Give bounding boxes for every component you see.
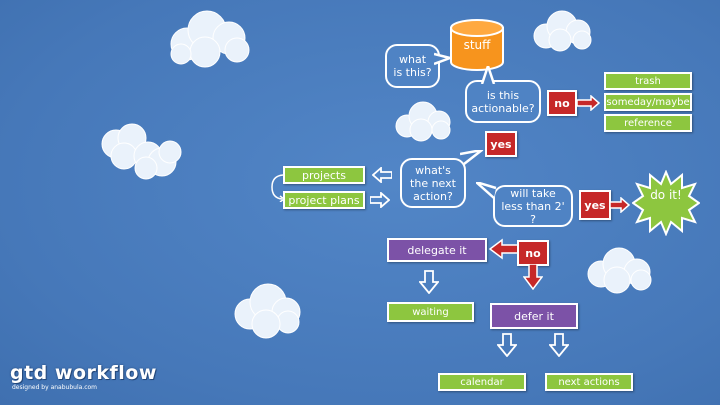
yes-two-minutes-box: yes bbox=[579, 190, 611, 220]
bubble-tail bbox=[476, 182, 497, 199]
down-arrow-icon bbox=[497, 333, 517, 357]
yes-actionable-box: yes bbox=[485, 131, 517, 157]
someday-maybe-label: someday/maybe bbox=[606, 96, 690, 108]
what-is-this-bubble: what is this? bbox=[385, 44, 440, 88]
delegate-it-box: delegate it bbox=[387, 238, 487, 262]
bubble-tail bbox=[480, 66, 496, 84]
waiting-box: waiting bbox=[387, 302, 474, 322]
reference-label: reference bbox=[624, 117, 672, 129]
stuff-label: stuff bbox=[463, 38, 491, 52]
yes-label: yes bbox=[490, 137, 512, 151]
next-actions-box: next actions bbox=[545, 373, 633, 391]
is-actionable-text: is this actionable? bbox=[471, 88, 535, 115]
right-arrow-icon bbox=[577, 95, 601, 111]
defer-it-box: defer it bbox=[490, 303, 578, 329]
trash-box: trash bbox=[604, 72, 692, 90]
projects-label: projects bbox=[302, 168, 346, 182]
no-label: no bbox=[554, 96, 570, 110]
is-actionable-bubble: is this actionable? bbox=[465, 80, 541, 123]
calendar-box: calendar bbox=[438, 373, 526, 391]
trash-label: trash bbox=[635, 75, 661, 87]
stuff-cylinder bbox=[450, 19, 504, 71]
less-than-two-minutes-text: will take less than 2' ? bbox=[501, 186, 565, 226]
next-actions-label: next actions bbox=[558, 376, 620, 388]
project-plans-label: project plans bbox=[288, 193, 360, 207]
do-it-starburst bbox=[632, 170, 700, 236]
cloud-decoration bbox=[170, 10, 250, 68]
projects-box: projects bbox=[283, 166, 365, 184]
right-arrow-icon bbox=[610, 197, 630, 213]
delegate-it-label: delegate it bbox=[407, 243, 467, 257]
cloud-decoration bbox=[234, 283, 301, 339]
what-is-this-text: what is this? bbox=[393, 53, 432, 79]
left-arrow-icon bbox=[488, 238, 520, 260]
waiting-label: waiting bbox=[412, 306, 449, 318]
next-action-text: what's the next action? bbox=[410, 163, 456, 203]
less-than-two-minutes-bubble: will take less than 2' ? bbox=[493, 185, 573, 227]
defer-it-label: defer it bbox=[514, 309, 554, 323]
down-arrow-icon bbox=[523, 264, 543, 290]
cloud-decoration bbox=[395, 101, 451, 142]
yes-label: yes bbox=[584, 198, 606, 212]
cloud-decoration bbox=[101, 123, 182, 180]
left-arrow-icon bbox=[372, 167, 392, 183]
calendar-label: calendar bbox=[460, 376, 504, 388]
cloud-decoration bbox=[587, 247, 652, 294]
no-two-minutes-box: no bbox=[517, 240, 549, 266]
next-action-bubble: what's the next action? bbox=[400, 158, 466, 208]
down-arrow-icon bbox=[549, 333, 569, 357]
no-not-actionable-box: no bbox=[547, 90, 577, 116]
down-arrow-icon bbox=[419, 270, 439, 294]
cloud-decoration bbox=[533, 10, 592, 52]
bubble-tail bbox=[460, 150, 484, 165]
loop-arrow-icon bbox=[271, 174, 286, 202]
someday-maybe-box: someday/maybe bbox=[604, 93, 692, 111]
right-arrow-icon bbox=[370, 192, 390, 208]
do-it-label: do it! bbox=[650, 188, 682, 202]
bubble-tail bbox=[434, 52, 452, 66]
diagram-title: gtd workflow bbox=[10, 362, 157, 384]
no-label: no bbox=[525, 246, 541, 260]
project-plans-box: project plans bbox=[283, 191, 365, 209]
designer-credit: designed by anabubula.com bbox=[12, 384, 98, 391]
reference-box: reference bbox=[604, 114, 692, 132]
